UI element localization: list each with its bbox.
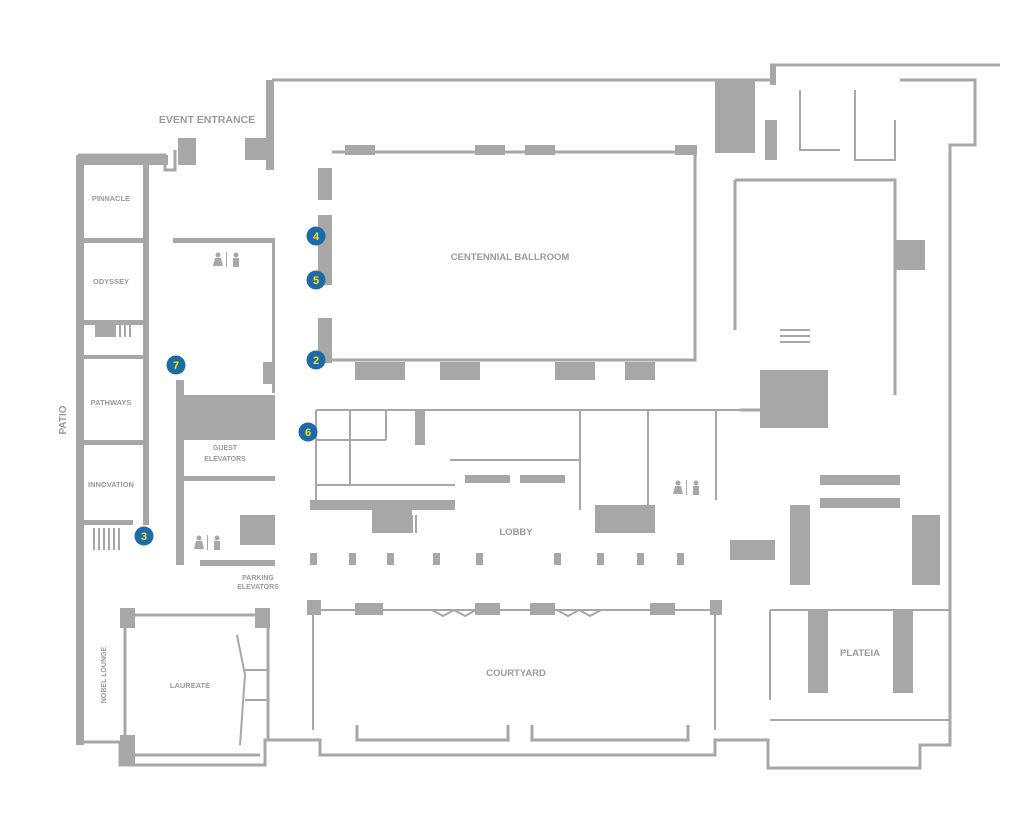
location-marker-7[interactable]: 7 (166, 355, 186, 375)
restrooms (194, 252, 699, 550)
restroom-icon (194, 535, 220, 550)
label-laureate: LAUREATE (170, 681, 210, 690)
stairs-icon (93, 528, 120, 550)
label-centennial-ballroom: CENTENNIAL BALLROOM (451, 252, 570, 263)
label-parking-elevators-1: PARKING (242, 575, 274, 582)
label-pinnacle: PINNACLE (92, 194, 130, 203)
location-marker-6[interactable]: 6 (298, 422, 318, 442)
restroom-icon (673, 480, 699, 495)
marker-number: 5 (313, 275, 319, 287)
restroom-icon (213, 252, 239, 267)
lobby-columns (310, 553, 684, 565)
label-odyssey: ODYSSEY (93, 277, 129, 286)
label-plateia: PLATEIA (840, 648, 880, 659)
label-parking-elevators-2: ELEVATORS (237, 584, 279, 591)
label-guest-elevators-2: ELEVATORS (204, 456, 246, 463)
stairs-icon (109, 325, 131, 337)
ballroom-wall-segments (345, 145, 697, 380)
stairs (93, 325, 810, 550)
marker-number: 7 (173, 360, 179, 372)
walls (76, 63, 1000, 770)
label-courtyard: COURTYARD (486, 668, 546, 679)
label-lobby: LOBBY (499, 527, 533, 538)
label-guest-elevators-1: GUEST (213, 445, 238, 452)
location-marker-4[interactable]: 4 (306, 226, 326, 246)
marker-number: 2 (313, 355, 319, 367)
location-marker-5[interactable]: 5 (306, 270, 326, 290)
label-event-entrance: EVENT ENTRANCE (159, 114, 255, 126)
marker-number: 3 (141, 531, 147, 543)
room-labels: EVENT ENTRANCE PINNACLE ODYSSEY PATHWAYS… (58, 114, 880, 703)
label-nobel-lounge: NOBEL LOUNGE (101, 647, 108, 704)
marker-number: 4 (313, 231, 320, 243)
stairs-icon (780, 329, 810, 343)
location-marker-2[interactable]: 2 (306, 350, 326, 370)
label-innovation: INNOVATION (88, 480, 134, 489)
location-marker-3[interactable]: 3 (134, 526, 154, 546)
label-pathways: PATHWAYS (91, 398, 132, 407)
stairs-icon (597, 515, 611, 533)
stairs-icon (403, 515, 417, 533)
location-markers: 4 5 2 7 6 3 (134, 226, 326, 546)
label-patio: PATIO (58, 405, 69, 434)
marker-number: 6 (305, 427, 311, 439)
